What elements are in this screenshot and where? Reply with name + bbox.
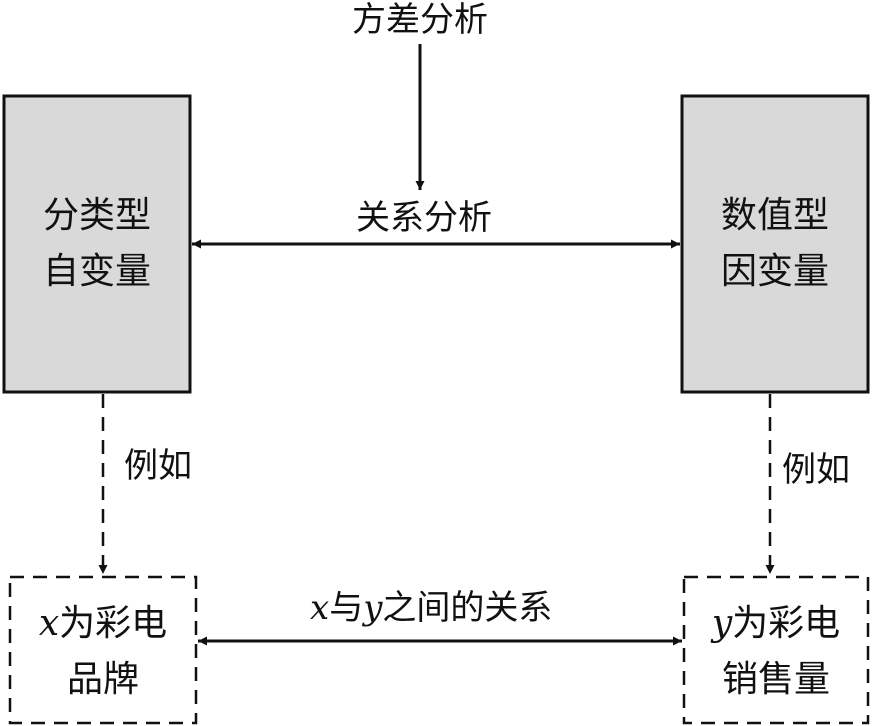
left-example-box <box>8 575 198 725</box>
left-example-label: 例如 <box>124 446 192 486</box>
right-dashed-line1: y为彩电 <box>684 596 868 652</box>
right-dashed-var: y <box>711 603 733 644</box>
left-dashed-line1: x为彩电 <box>10 596 196 652</box>
middle-label: 关系分析 <box>356 198 492 238</box>
right-dashed-line2: 销售量 <box>721 659 830 700</box>
right-dashed-text: y为彩电 销售量 <box>684 596 868 708</box>
bottom-label: x与y之间的关系 <box>310 588 552 628</box>
left-category-box <box>2 94 192 394</box>
right-dashed-line1-rest: 为彩电 <box>732 603 841 644</box>
left-dashed-text: x为彩电 品牌 <box>10 596 196 708</box>
right-box-line2: 因变量 <box>720 251 829 292</box>
left-box-text: 分类型 自变量 <box>4 188 190 300</box>
bottom-label-mid: 与 <box>329 588 364 628</box>
right-example-box <box>682 575 870 725</box>
bottom-label-y: y <box>363 588 383 628</box>
bottom-label-rest: 之间的关系 <box>382 588 553 628</box>
right-numeric-box <box>680 94 870 394</box>
right-box-text: 数值型 因变量 <box>682 188 868 300</box>
left-box-line1: 分类型 <box>42 195 151 236</box>
bottom-label-x: x <box>310 588 330 628</box>
right-box-line1: 数值型 <box>720 195 829 236</box>
left-box-line2: 自变量 <box>42 251 151 292</box>
top-label: 方差分析 <box>352 0 488 40</box>
left-dashed-line2: 品牌 <box>66 659 139 700</box>
left-dashed-line1-rest: 为彩电 <box>59 603 168 644</box>
left-dashed-var: x <box>38 603 60 644</box>
right-example-label: 例如 <box>782 450 850 490</box>
